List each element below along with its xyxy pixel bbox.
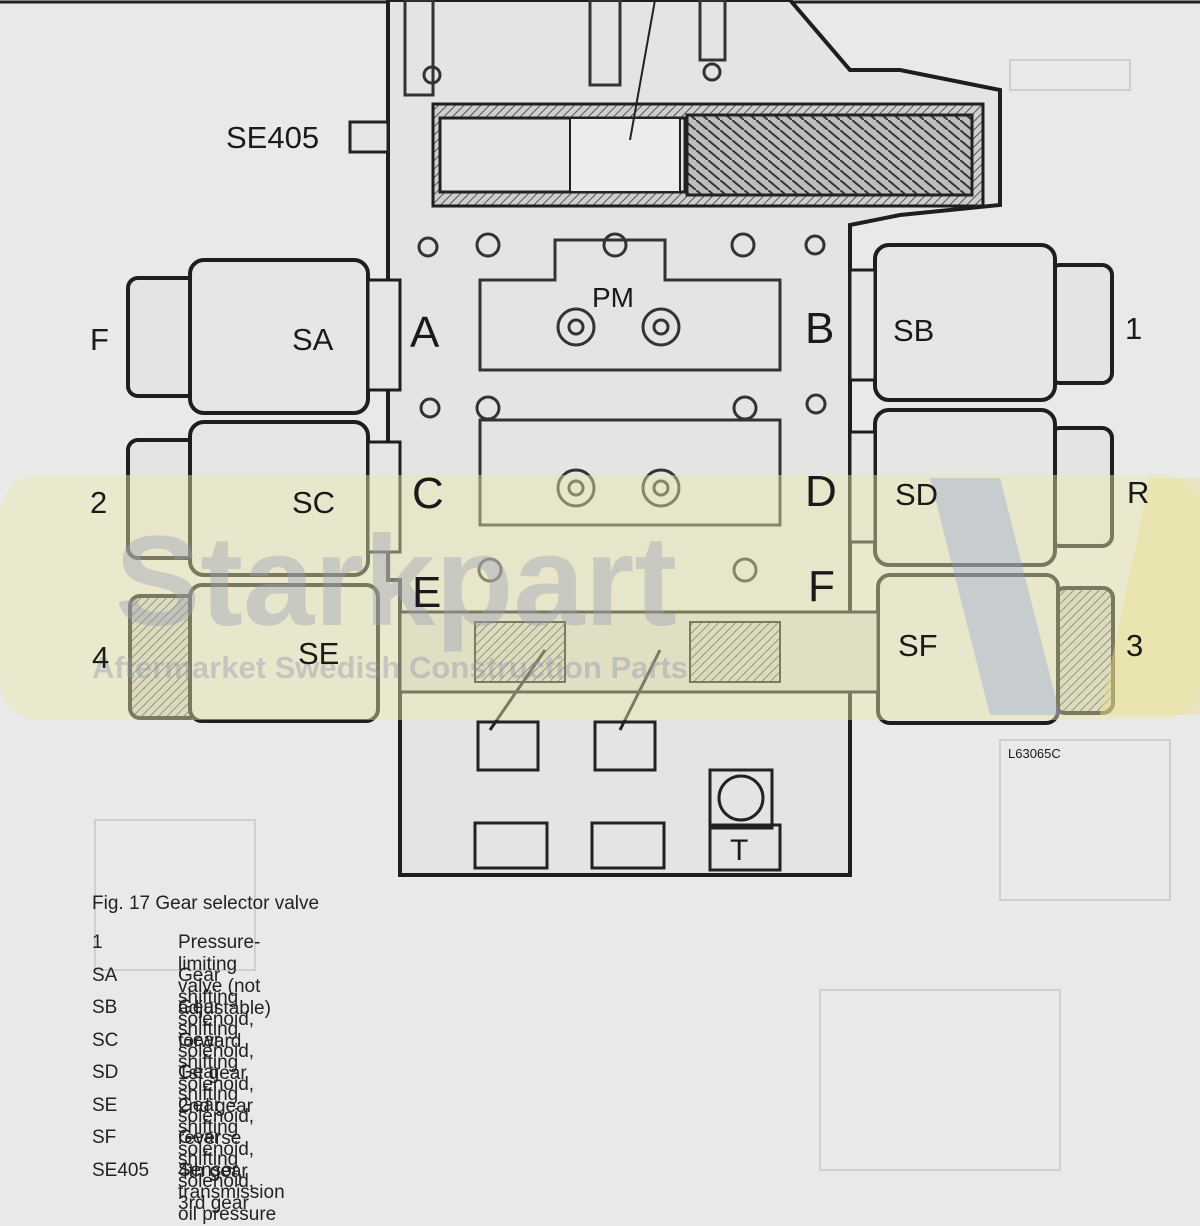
legend-code: SE <box>92 1094 118 1116</box>
diagram-labels: SE405 PM A B C D E F T SA SB SC SD SE SF… <box>90 120 1149 867</box>
legend-desc: Gear shifting solenoid, reverse <box>178 1062 255 1149</box>
watermark-brand: Starkpart <box>115 510 677 653</box>
label-side-1: 1 <box>1125 311 1142 346</box>
label-side-r: R <box>1127 475 1149 510</box>
background-print-through <box>94 59 1171 1171</box>
legend-code: SE405 <box>92 1159 150 1181</box>
legend-code: SA <box>92 964 118 986</box>
legend-desc: Sensor, transmission oil pressure <box>178 1159 285 1225</box>
legend-code: SC <box>92 1029 119 1051</box>
label-sa: SA <box>292 322 334 357</box>
label-se405: SE405 <box>226 120 319 155</box>
label-sd: SD <box>895 477 938 512</box>
legend-code: SB <box>92 997 118 1018</box>
label-side-4: 4 <box>92 640 109 675</box>
bottom-ports <box>473 720 782 872</box>
label-port-t: T <box>730 834 748 867</box>
watermark-tagline: Aftermarket Swedish Construction Parts <box>92 650 688 685</box>
legend-desc: Gear shifting solenoid, forward <box>178 964 255 1052</box>
solenoid-sc <box>126 420 402 577</box>
shift-spools <box>398 610 880 731</box>
solenoid-se <box>128 583 380 723</box>
se405-sensor <box>348 120 390 154</box>
label-sc: SC <box>292 485 335 520</box>
label-pm: PM <box>592 282 634 313</box>
legend-code: SD <box>92 1062 119 1083</box>
legend-desc: Gear shifting solenoid, 2nd gear <box>178 1029 255 1117</box>
label-side-f: F <box>90 322 109 357</box>
legend-desc: Pressure-limiting valve (not adjustable) <box>178 932 271 1019</box>
solenoid-sd <box>848 408 1114 567</box>
pressure-limiting-valve <box>431 0 985 208</box>
legend-code: SF <box>92 1127 117 1148</box>
gear-selector-valve-diagram: Starkpart Aftermarket Swedish Constructi… <box>0 0 1200 1171</box>
legend-code: 1 <box>92 932 103 953</box>
solenoid-sb <box>848 243 1114 402</box>
label-port-f: F <box>808 562 835 611</box>
label-port-d: D <box>805 467 837 516</box>
solenoid-sa <box>126 258 402 415</box>
watermark-band: Starkpart Aftermarket Swedish Constructi… <box>0 475 1200 720</box>
solenoid-sf <box>876 573 1115 725</box>
figure-caption: Fig. 17 Gear selector valve <box>92 893 320 914</box>
label-se: SE <box>298 636 339 671</box>
label-side-2: 2 <box>90 485 107 520</box>
label-port-c: C <box>412 469 444 518</box>
pm-plate <box>417 232 827 583</box>
label-side-3: 3 <box>1126 628 1143 663</box>
label-sb: SB <box>893 313 934 348</box>
legend-desc: Gear shifting solenoid, 1st gear <box>178 997 255 1084</box>
label-sf: SF <box>898 628 938 663</box>
label-port-b: B <box>805 304 834 353</box>
legend-desc: Gear shifting solenoid, 4th gear <box>178 1094 255 1182</box>
label-port-a: A <box>410 308 440 357</box>
label-port-e: E <box>412 568 441 617</box>
drawing-number: L63065C <box>1008 746 1061 761</box>
